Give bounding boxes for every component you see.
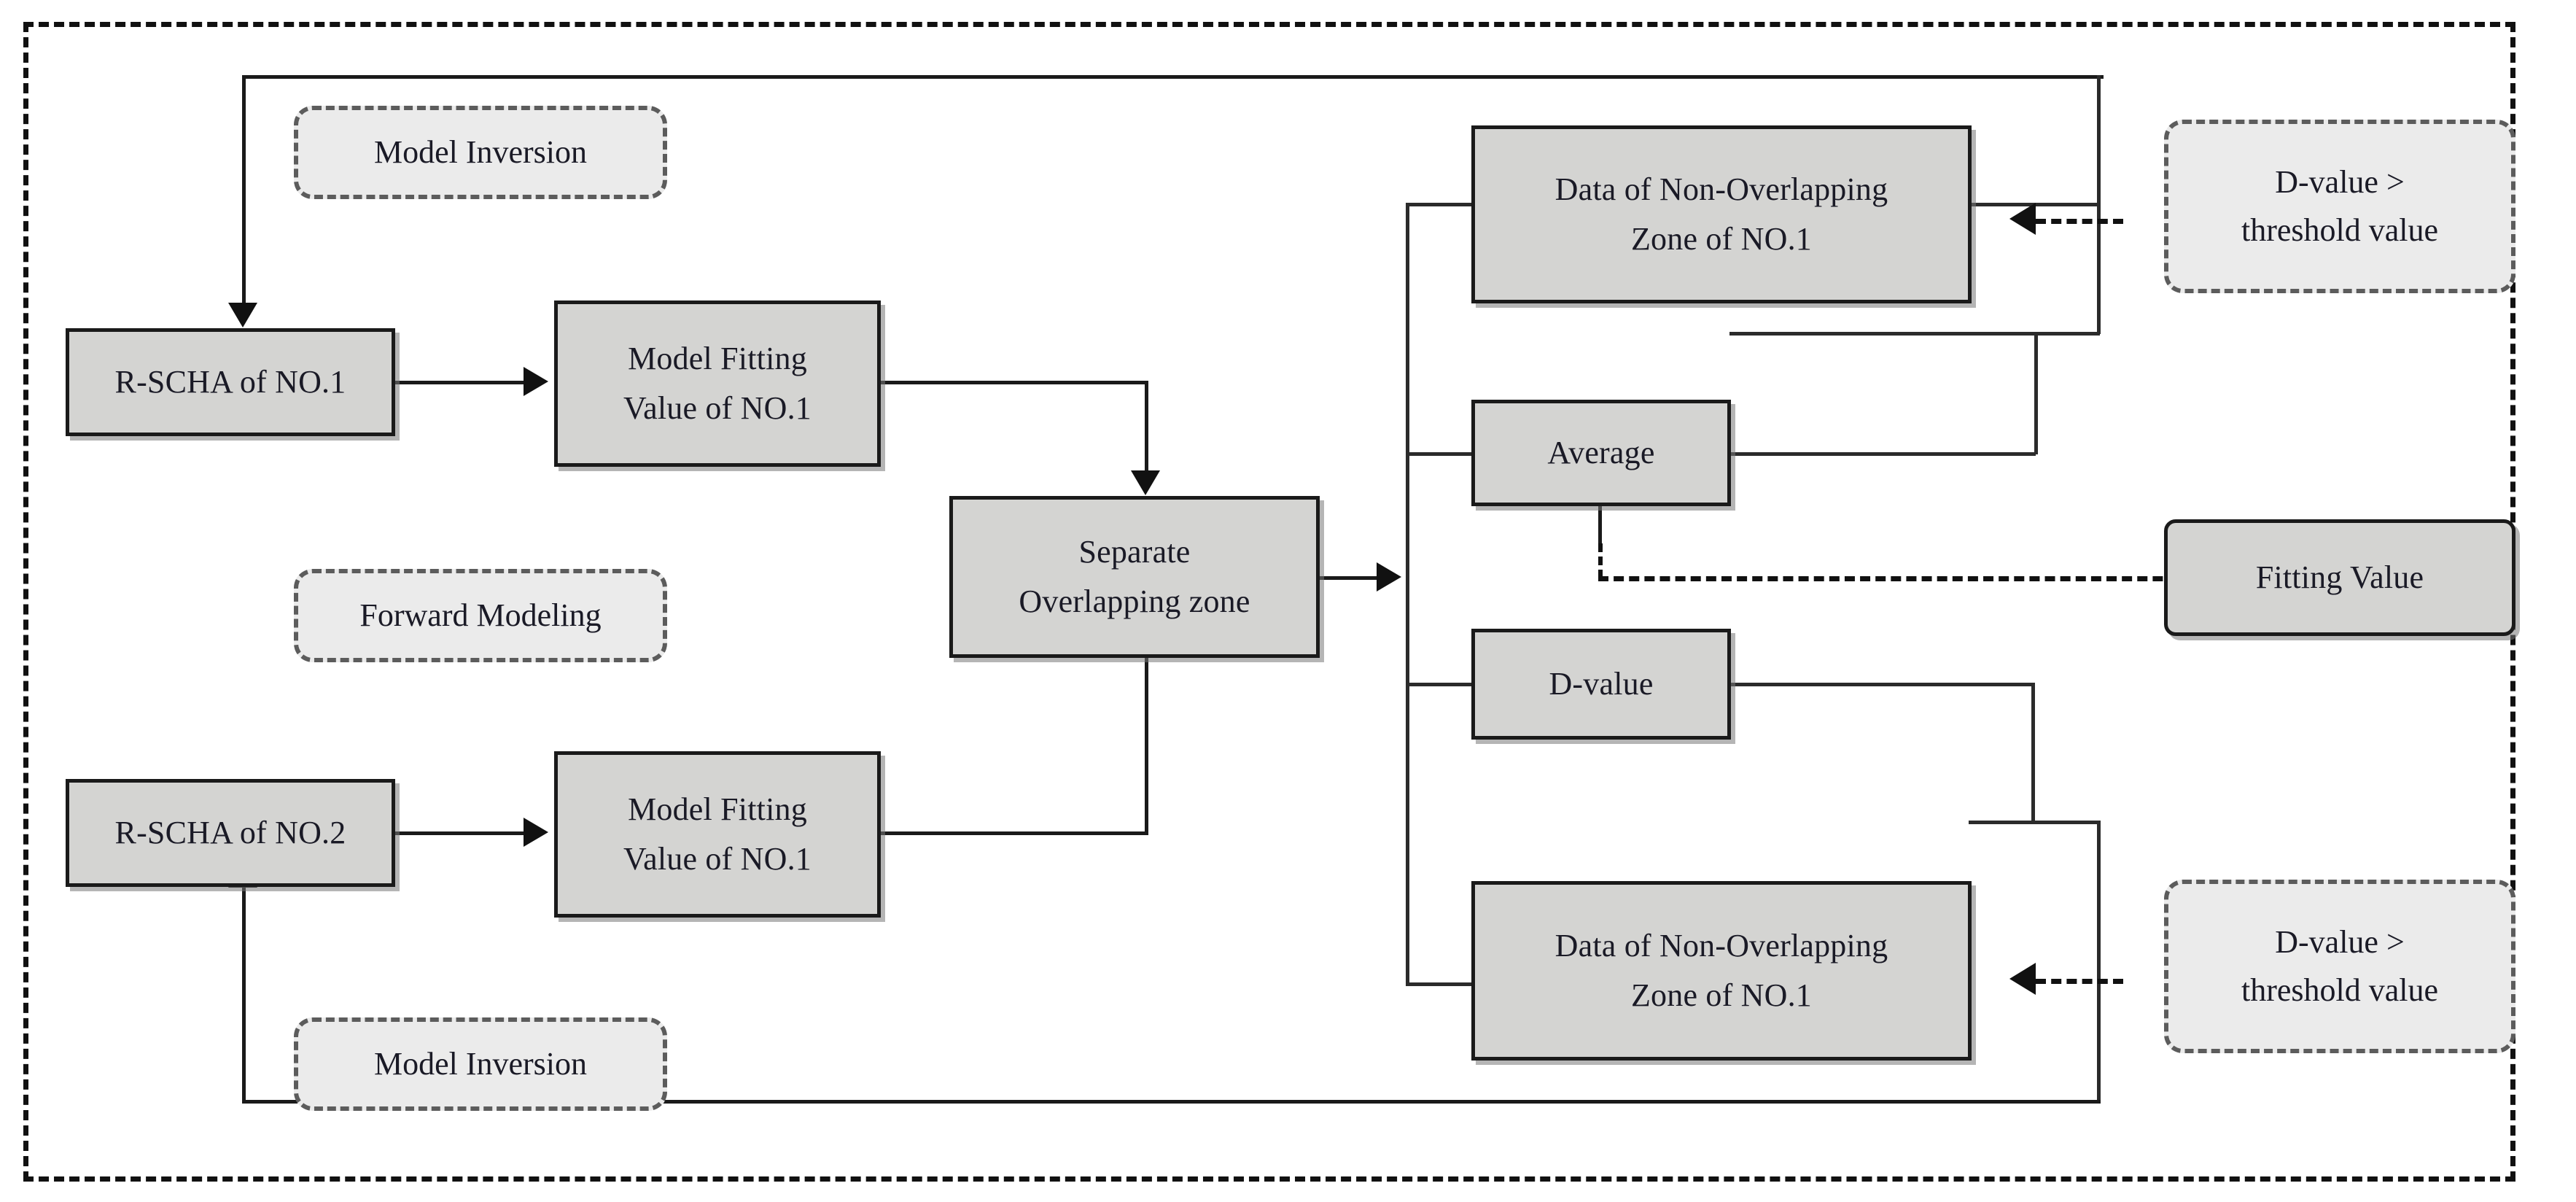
arrowhead-into-fit2 [524, 818, 548, 847]
connector-top-feedback-vertical [242, 75, 246, 309]
connector-bottom-feedback-horizontal [242, 1100, 2101, 1104]
process-box-rscha-no2[interactable]: R-SCHA of NO.2 [66, 779, 395, 887]
arrowhead-into-rscha1 [228, 303, 257, 327]
fit2-line-2: Value of NO.1 [623, 841, 812, 877]
connector-top-feedback-horizontal [242, 75, 2104, 79]
connector-dvalue-right [1728, 683, 2034, 686]
fit1-line-1: Model Fitting [628, 340, 807, 376]
nonovl-bottom-line-1: Data of Non-Overlapping [1554, 927, 1888, 963]
annotation-model-inversion-top[interactable]: Model Inversion [294, 106, 667, 199]
process-box-rscha-no1[interactable]: R-SCHA of NO.1 [66, 328, 395, 436]
arrowhead-threshold-top [2009, 203, 2036, 235]
process-box-data-nonoverlapping-zone-no1-lower[interactable]: Data of Non-Overlapping Zone of NO.1 [1471, 881, 1972, 1061]
connector-threshold-top-dashed [2036, 219, 2123, 224]
nonovl-top-line-1: Data of Non-Overlapping [1554, 171, 1888, 207]
arrowhead-into-bus [1377, 562, 1401, 592]
process-box-model-fitting-value-no1-upper[interactable]: Model Fitting Value of NO.1 [554, 300, 881, 467]
process-box-model-fitting-value-no1-lower[interactable]: Model Fitting Value of NO.1 [554, 751, 881, 918]
inv-top-line-1: Model Inversion [373, 134, 588, 170]
connector-bus-to-dvalue [1406, 683, 1473, 686]
connector-bus-to-average [1406, 452, 1475, 456]
annotation-d-value-threshold-top[interactable]: D-value > threshold value [2164, 120, 2515, 293]
connector-fit1-right [879, 381, 1148, 384]
rscha2-line-1: R-SCHA of NO.2 [114, 814, 346, 850]
nonovl-bottom-line-2: Zone of NO.1 [1630, 977, 1812, 1013]
thr-top-line-1: D-value > [2275, 164, 2405, 200]
annotation-model-inversion-bottom[interactable]: Model Inversion [294, 1017, 667, 1111]
dvalue-line-1: D-value [1549, 665, 1654, 702]
connector-threshold-bottom-dashed [2036, 979, 2123, 984]
connector-nonovl-top-up-to-feedback [2097, 75, 2101, 334]
connector-rscha1-to-fit1 [394, 381, 525, 384]
connector-fit1-down [1145, 381, 1148, 476]
connector-nonovl-bottom-return [1969, 821, 2100, 824]
annotation-d-value-threshold-bottom[interactable]: D-value > threshold value [2164, 880, 2515, 1053]
fwd-line-1: Forward Modeling [359, 597, 602, 633]
connector-average-right-riser [2034, 332, 2038, 454]
thr-bottom-line-2: threshold value [2241, 972, 2439, 1008]
nonovl-top-line-2: Zone of NO.1 [1630, 221, 1812, 257]
fitting-value-line-1: Fitting Value [2255, 559, 2424, 595]
connector-nonovl-bottom-riser [2097, 821, 2101, 1103]
process-box-separate-overlapping-zone[interactable]: Separate Overlapping zone [949, 496, 1320, 658]
thr-top-line-2: threshold value [2241, 212, 2439, 248]
connector-dvalue-down [2031, 683, 2035, 823]
connector-bottom-feedback-vertical [242, 886, 246, 1101]
fit2-line-1: Model Fitting [628, 791, 807, 827]
connector-fit2-right [879, 831, 1148, 835]
process-box-d-value[interactable]: D-value [1471, 629, 1731, 740]
connector-average-right [1729, 452, 2036, 456]
connector-distribution-bus [1406, 203, 1409, 985]
thr-bottom-line-1: D-value > [2275, 924, 2405, 960]
connector-average-to-top-return [1729, 332, 2100, 336]
inv-bottom-line-1: Model Inversion [373, 1046, 588, 1082]
connector-average-down-solid [1598, 505, 1602, 543]
connector-bus-to-nonovl-top [1406, 203, 1475, 206]
connector-average-down-dashed [1598, 543, 1603, 578]
connector-average-to-fitting-value [1598, 576, 2240, 581]
arrowhead-into-fit1 [524, 367, 548, 396]
annotation-forward-modeling[interactable]: Forward Modeling [294, 569, 667, 662]
arrowhead-threshold-bottom [2009, 963, 2036, 995]
average-line-1: Average [1547, 434, 1655, 470]
separate-line-2: Overlapping zone [1019, 583, 1250, 619]
fit1-line-2: Value of NO.1 [623, 390, 812, 426]
process-box-data-nonoverlapping-zone-no1-upper[interactable]: Data of Non-Overlapping Zone of NO.1 [1471, 125, 1972, 303]
rscha1-line-1: R-SCHA of NO.1 [114, 363, 346, 400]
process-box-fitting-value[interactable]: Fitting Value [2164, 519, 2515, 636]
connector-fit2-up [1145, 656, 1148, 833]
arrowhead-into-separate-top [1131, 470, 1160, 495]
connector-rscha2-to-fit2 [394, 831, 525, 835]
separate-line-1: Separate [1078, 533, 1191, 570]
process-box-average[interactable]: Average [1471, 400, 1731, 506]
connector-separate-to-bus [1318, 576, 1388, 580]
connector-bus-to-nonovl-bottom [1406, 982, 1475, 986]
